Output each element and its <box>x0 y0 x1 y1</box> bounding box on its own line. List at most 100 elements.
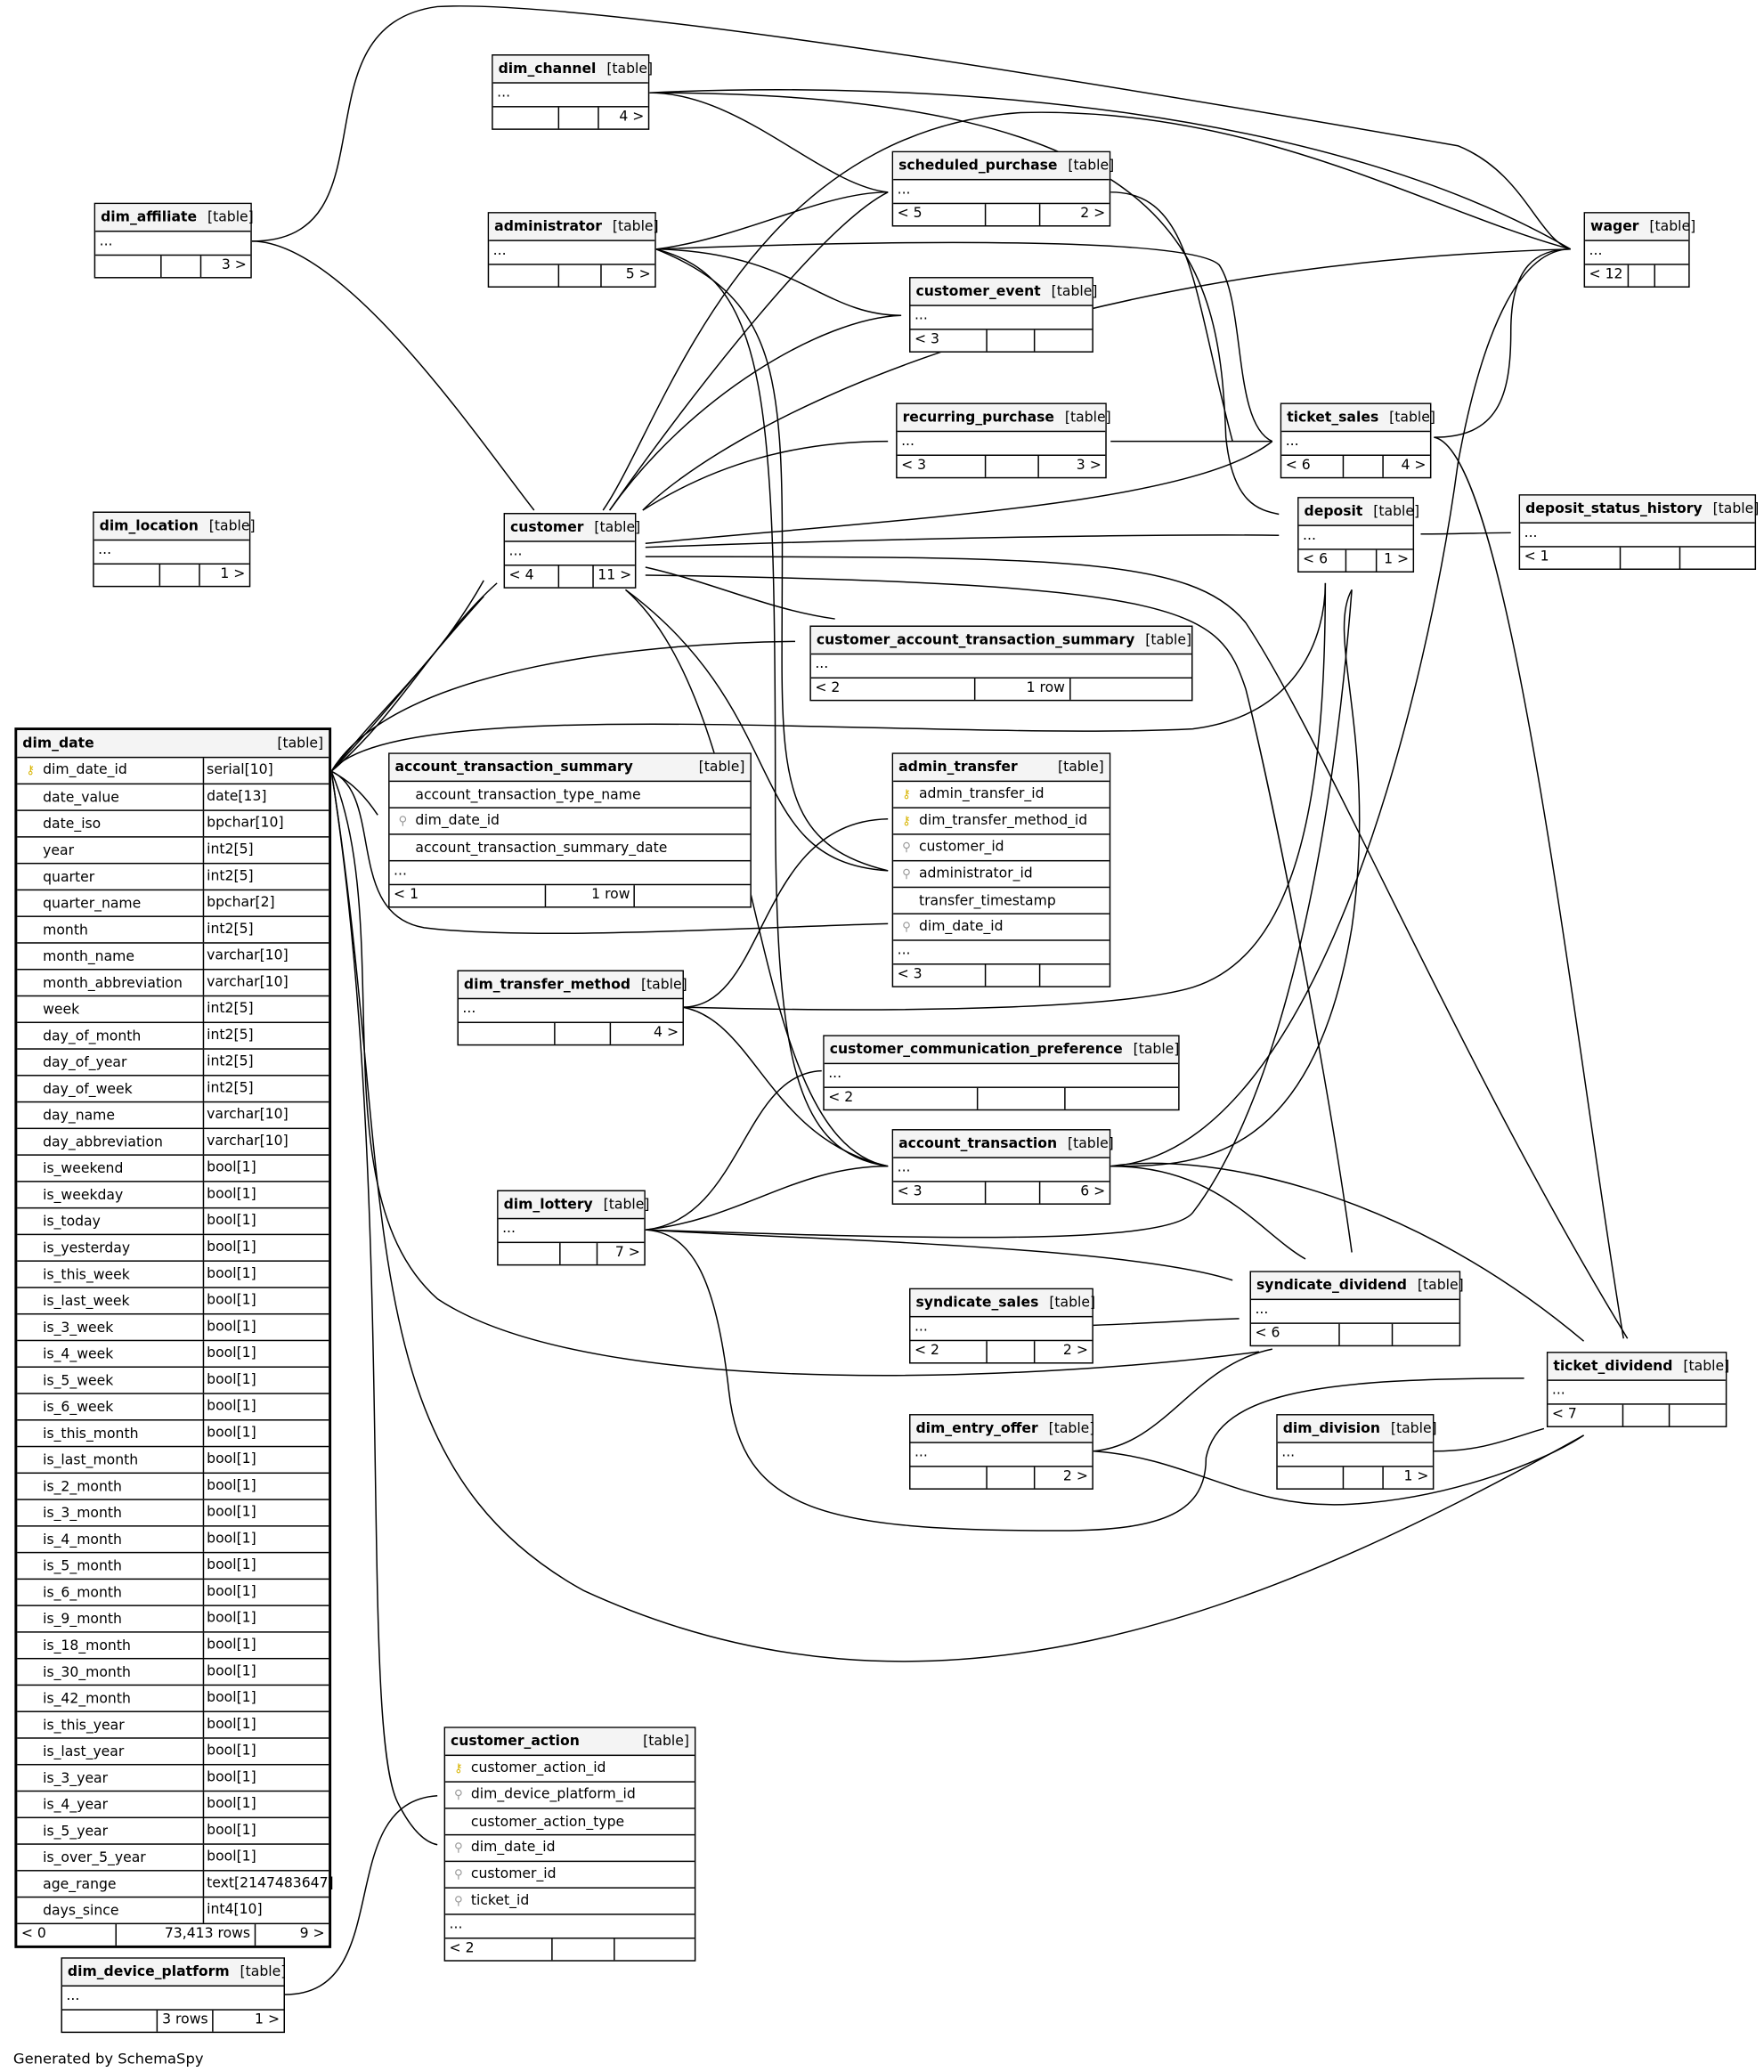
footer-children: 2 > <box>1062 1342 1088 1359</box>
table-dim-lottery[interactable]: dim_lottery[table] ... 7 > <box>497 1190 649 1266</box>
footer-children: 3 > <box>1076 457 1101 474</box>
more-columns: ... <box>893 941 1110 965</box>
table-account-transaction-summary[interactable]: account_transaction_summary [table] accou… <box>388 752 752 908</box>
edge <box>655 191 889 250</box>
edge <box>330 771 438 1846</box>
column-name: is_this_year <box>43 1717 125 1734</box>
table-wager[interactable]: wager[table] ... < 12 <box>1583 212 1695 288</box>
more-columns: ... <box>489 241 655 265</box>
table-deposit-status-history[interactable]: deposit_status_history[table] ... < 1 <box>1518 494 1759 570</box>
column-name: is_9_month <box>43 1611 122 1627</box>
footer-rows <box>1621 547 1680 569</box>
column-type: bool[1] <box>202 1580 329 1605</box>
edge <box>1110 248 1571 1167</box>
footer-children: 1 > <box>1403 1468 1429 1484</box>
column-type: bool[1] <box>202 1792 329 1817</box>
more-columns: ... <box>498 1219 645 1244</box>
footer-rows <box>1340 1323 1394 1345</box>
table-customer-account-transaction-summary[interactable]: customer_account_transaction_summary[tab… <box>809 625 1193 702</box>
column-type: bool[1] <box>202 1818 329 1844</box>
edge <box>642 440 889 511</box>
table-name: admin_transfer <box>898 759 1018 776</box>
more-columns: ... <box>910 1317 1093 1342</box>
footer-rows: 1 row <box>976 678 1070 700</box>
table-admin-transfer[interactable]: admin_transfer[table] ⚷ admin_transfer_i… <box>891 752 1111 987</box>
footer-parents: < 2 <box>445 1938 553 1961</box>
edge <box>1110 1166 1306 1260</box>
column-type: bool[1] <box>202 1261 329 1288</box>
edge <box>682 818 889 1008</box>
column-type: bool[1] <box>202 1314 329 1340</box>
more-columns: ... <box>445 1915 695 1939</box>
footer-children <box>1656 265 1689 287</box>
more-columns: ... <box>61 1987 284 2011</box>
table-ticket-dividend[interactable]: ticket_dividend[table] ... < 7 <box>1546 1352 1729 1427</box>
table-administrator[interactable]: administrator[table] ... 5 > <box>487 212 659 288</box>
table-dim-location[interactable]: dim_location[table] ... 1 > <box>93 511 256 588</box>
footer-parents: < 6 <box>1299 549 1347 572</box>
edge <box>602 111 1571 511</box>
foreign-key-icon: ⚲ <box>454 1841 463 1856</box>
table-dim-division[interactable]: dim_division[table] ... 1 > <box>1276 1414 1437 1490</box>
footer-children <box>1066 1088 1179 1109</box>
table-syndicate-dividend[interactable]: syndicate_dividend[table] ... < 6 <box>1249 1271 1464 1347</box>
edge <box>609 314 902 511</box>
table-dim-entry-offer[interactable]: dim_entry_offer[table] ... 2 > <box>909 1414 1094 1490</box>
footer-children: 1 > <box>255 2011 280 2028</box>
table-kind: [table] <box>698 759 745 776</box>
column-name: day_name <box>43 1107 116 1124</box>
table-name: deposit <box>1304 503 1363 520</box>
column-type: bool[1] <box>202 1155 329 1182</box>
table-kind: [table] <box>1051 283 1098 300</box>
edge <box>645 441 1273 544</box>
column-name: date_value <box>43 789 119 806</box>
table-customer-communication-preference[interactable]: customer_communication_preference[table]… <box>823 1035 1180 1111</box>
foreign-key-icon: ⚲ <box>454 1895 463 1909</box>
footer-parents: < 12 <box>1585 264 1629 287</box>
footer-parents: < 2 <box>811 678 977 700</box>
table-name: dim_affiliate <box>101 209 198 226</box>
column-name: administrator_id <box>918 865 1033 882</box>
column-row: account_transaction_summary_date <box>389 835 751 862</box>
table-kind: [table] <box>1133 1041 1180 1058</box>
table-customer-event[interactable]: customer_event[table] ... < 3 <box>909 277 1097 353</box>
edge <box>645 1069 822 1231</box>
column-name: month_name <box>43 947 134 964</box>
column-name: account_transaction_type_name <box>415 786 641 803</box>
table-dim-affiliate[interactable]: dim_affiliate[table] ... 3 > <box>93 202 254 279</box>
column-type: bool[1] <box>202 1394 329 1420</box>
footer-children: 1 > <box>1384 551 1410 568</box>
table-dim-transfer-method[interactable]: dim_transfer_method[table] ... 4 > <box>457 970 687 1046</box>
table-dim-channel[interactable]: dim_channel[table] ... 4 > <box>492 54 653 130</box>
column-name: day_of_month <box>43 1028 142 1044</box>
column-row: ⚲ ticket_id <box>445 1889 695 1915</box>
edge <box>1434 1427 1545 1452</box>
column-name: account_transaction_summary_date <box>415 839 668 856</box>
footer-rows <box>1623 1404 1670 1426</box>
column-type: varchar[10] <box>202 1129 329 1155</box>
column-row: ⚲ dim_date_id <box>893 914 1110 941</box>
edge <box>682 1006 889 1167</box>
table-name: account_transaction_summary <box>394 759 633 776</box>
column-name: is_3_month <box>43 1505 122 1521</box>
edge <box>609 191 889 511</box>
table-customer-action[interactable]: customer_action[table] ⚷ customer_action… <box>443 1727 696 1962</box>
edge <box>1110 1162 1585 1342</box>
